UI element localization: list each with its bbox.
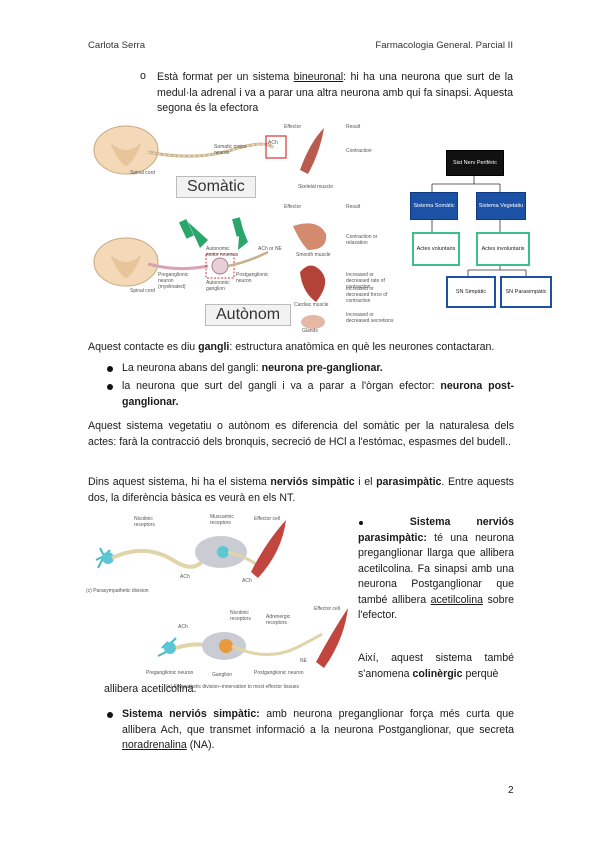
somatic-autonomic-illustration [93,125,327,329]
col-result-1: Result [346,124,361,130]
parasym-bullet-dot [359,521,363,525]
bullet-postganglionar: la neurona que surt del gangli i va a pa… [122,380,515,408]
bullet-dot-1 [107,366,113,372]
simpatic-title: Sistema nerviós simpàtic: [122,708,260,720]
term-colinergic: colinèrgic [412,667,463,680]
ach-label-1: ACh [268,140,278,146]
ach-label-4: ACh [178,624,188,630]
orgchart-involuntaris: Actes involuntaris [476,232,530,266]
figure-somatic-autonomic: Somàtic Autònom Effector Result Effector… [88,122,398,334]
cardiac-muscle-label: Cardiac muscle [294,302,329,308]
orgchart-voluntaris: Actes voluntaris [412,232,460,266]
effector-cell-label-2: Effector cell [314,606,341,612]
orgchart-root: Sist Nerv Perifèric [446,150,504,176]
nicotinic-label-1: Nicotinic receptors [134,516,155,528]
ne-label: NE [300,658,307,664]
dins-paragraph: Dins aquest sistema, hi ha el sistema ne… [88,476,514,504]
effector-cell-label-1: Effector cell [254,516,281,522]
adrenergic-label: Adrenergic receptors [266,614,291,626]
glands-label: Glands [302,328,318,334]
inc-dec-force-label: Increased or decreased force of contract… [346,286,388,304]
header-course: Farmacologia General. Parcial II [375,40,513,51]
label-somatic: Somàtic [176,176,256,198]
parasym-paragraph: Sistema nerviós parasimpàtic: té una neu… [358,516,515,621]
contraction-relaxation-label: Contraction or relaxation [346,234,378,246]
sym-caption: (a) Sympathetic division–innervation to … [166,684,300,690]
autonomic-ganglion-label: Autonomic ganglion [206,280,230,292]
sub-bullet-marker: o [140,70,146,82]
col-result-2: Result [346,204,361,210]
skeletal-muscle-label: Skeletal muscle [298,184,334,190]
vegetatiu-paragraph: Aquest sistema vegetatiu o autònom es di… [88,420,514,448]
bullet-preganglionar: La neurona abans del gangli: neurona pre… [122,362,383,374]
spinal-cord-label-1: Spinal cord [130,170,156,176]
aixi-paragraph: Així, aquest sistema també s'anomena col… [358,652,514,680]
somatic-motor-neuron-label: Somatic motor neuron [214,144,247,156]
orgchart-somatic: Sistema Somàtic [410,192,458,220]
parasym-title: Sistema nerviós parasimpàtic: [358,516,515,544]
page-number: 2 [508,785,514,796]
spinal-cord-label-2: Spinal cord [130,288,156,294]
contraction-label: Contraction [346,148,372,154]
orgchart-connectors [431,174,527,276]
preganglionic-label: Preganglionic neuron (myelinated) [158,272,189,290]
bullet-dot-3 [107,712,113,718]
orgchart-simpatic: SN Simpàtic [446,276,496,308]
muscarinic-label: Muscarinic receptors [210,514,234,526]
orgchart-parasimpatic: SN Parasimpàtic [500,276,552,308]
nervous-system-orgchart: Sist Nerv Perifèric Sistema Somàtic Sist… [408,150,552,310]
col-effector-1: Effector [284,124,302,130]
aixi-continuation: allibera acetilcolina. [104,683,197,695]
autonomic-motor-label: Autonomic motor neurons [206,246,239,258]
neuron-divisions-illustration [95,520,348,668]
header-author: Carlota Serra [88,40,146,51]
ach-label-2: ACh [180,574,190,580]
ganglion-paragraph: Aquest contacte es diu gangli: estructur… [88,341,495,353]
figure-neuron-divisions: Nicotinic receptors Muscarinic receptors… [86,512,352,696]
smooth-muscle-label: Smooth muscle [296,252,331,258]
col-effector-2: Effector [284,204,302,210]
term-bineuronal: bineuronal [293,71,344,83]
ach-label-3: ACh [242,578,252,584]
post-neuron-label: Postganglionic neuron [254,670,304,676]
simpatic-paragraph: Sistema nerviós simpàtic: amb neurona pr… [122,708,514,751]
intro-paragraph: Està format per un sistema bineuronal: h… [157,71,514,114]
inc-dec-rate-label: Increased or decreased rate of contracti… [346,272,385,290]
pre-neuron-label: Preganglionic neuron [146,670,194,676]
bullet-dot-2 [107,384,113,390]
term-gangli: gangli [198,341,230,353]
parasym-caption: (c) Parasympathetic division [86,588,149,594]
ach-or-ne-label: ACh or NE [258,246,282,252]
inc-dec-secretion-label: Increased or decreased secretions [346,312,394,324]
ganglion-label: Ganglion [212,672,233,678]
label-autonom: Autònom [205,304,292,326]
nicotinic-label-2: Nicotinic receptors [230,610,251,622]
term-acetilcolina: acetilcolina [430,593,483,606]
orgchart-vegetatiu: Sistema Vegetatiu [476,192,526,220]
postganglionic-label: Postganglionic neuron [236,272,269,284]
term-noradrenalina: noradrenalina [122,739,187,751]
